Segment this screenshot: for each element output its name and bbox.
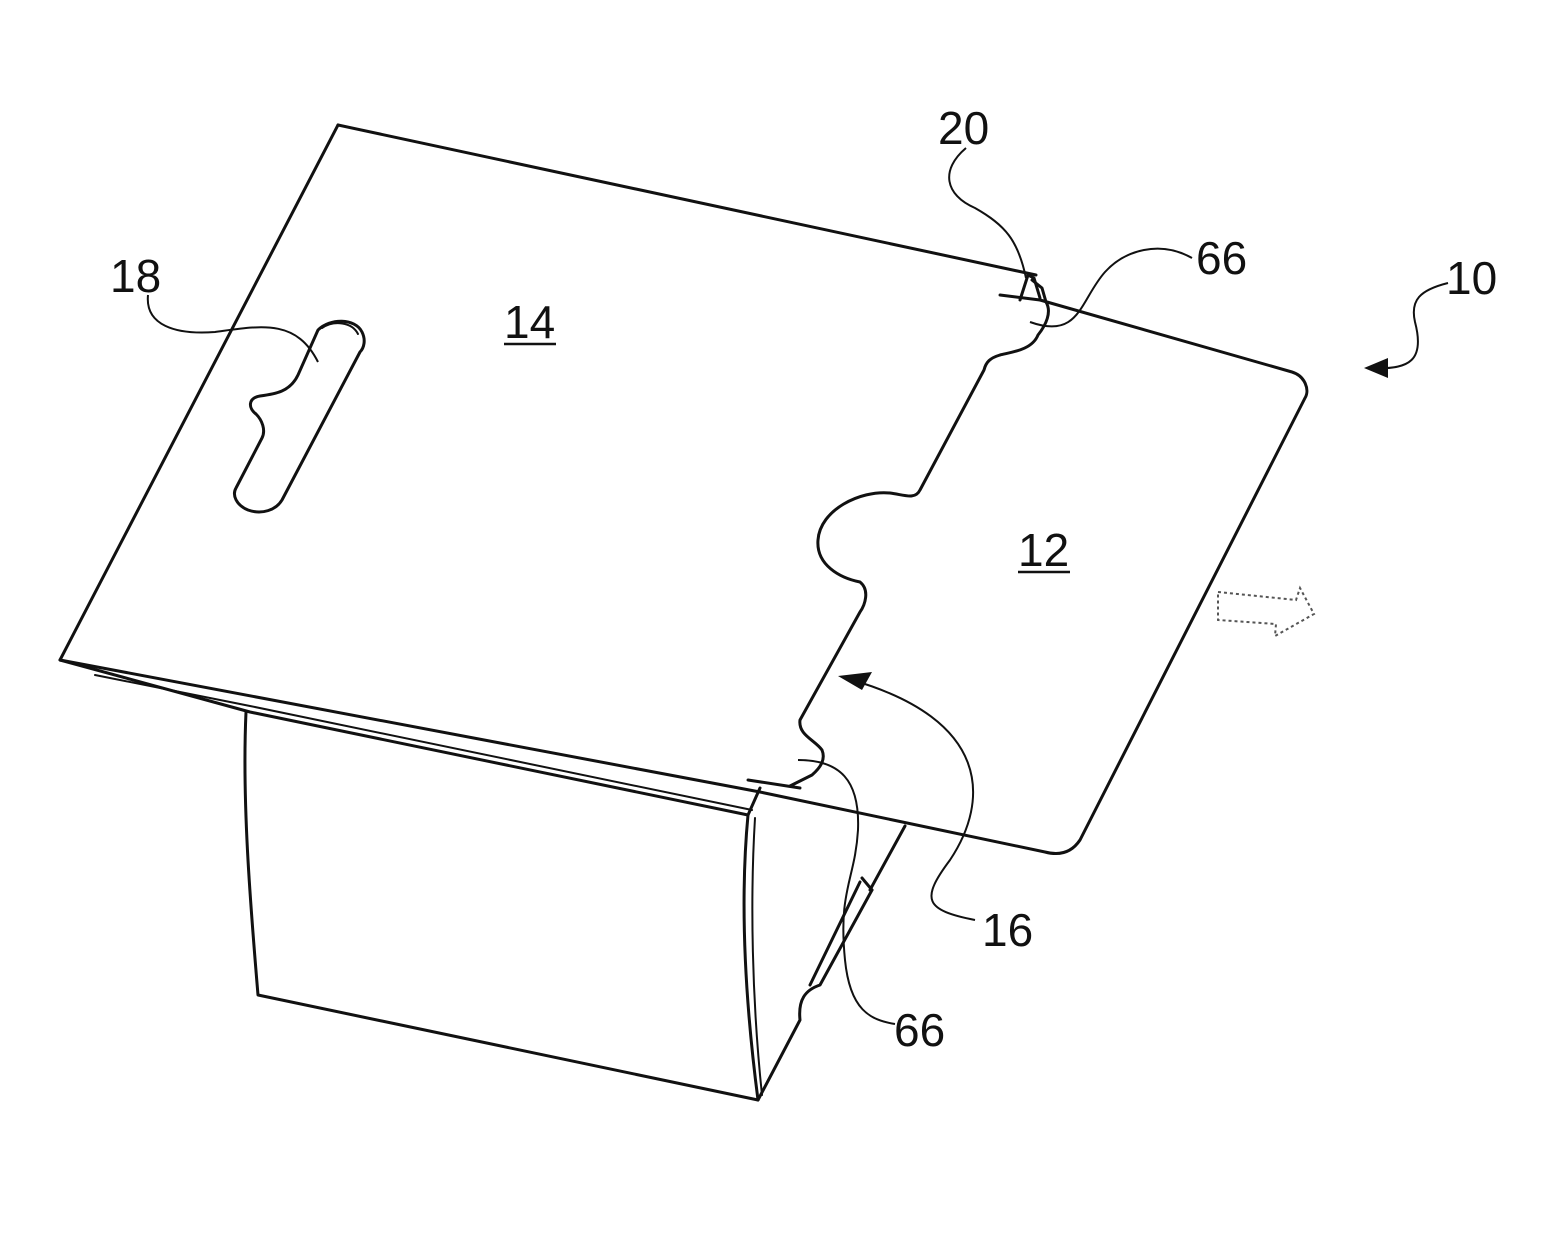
label-66-top: 66 <box>1196 232 1247 284</box>
panel-14 <box>60 125 1046 792</box>
panel-12 <box>748 300 1307 854</box>
label-10: 10 <box>1446 252 1497 304</box>
handle-slot <box>235 321 365 512</box>
label-18: 18 <box>110 250 161 302</box>
label-14: 14 <box>504 296 555 348</box>
label-66-bottom: 66 <box>894 1004 945 1056</box>
label-16: 16 <box>982 904 1033 956</box>
leader-lines <box>148 148 1448 1024</box>
direction-arrow-icon <box>1218 588 1314 636</box>
container-body <box>60 660 905 1100</box>
reference-labels: 10 12 14 16 18 20 66 66 <box>110 102 1497 1056</box>
label-20: 20 <box>938 102 989 154</box>
label-12: 12 <box>1018 524 1069 576</box>
